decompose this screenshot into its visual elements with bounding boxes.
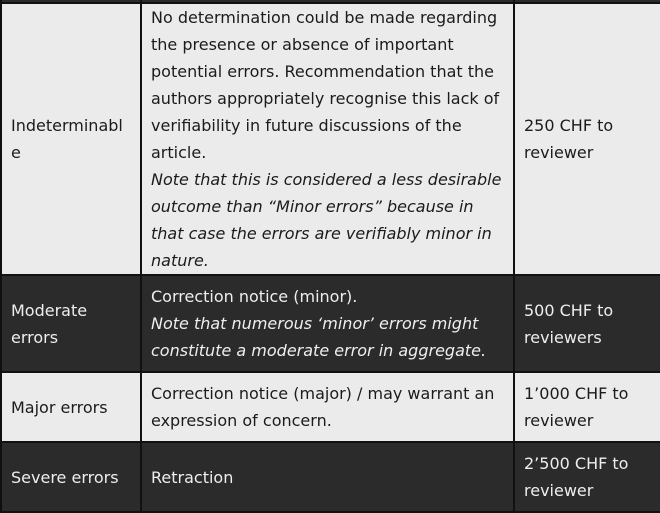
description-note: Note that numerous ‘minor’ errors might … (151, 314, 487, 360)
description-text: Retraction (151, 467, 234, 487)
table-row-indeterminable: Indeterminable No determination could be… (0, 2, 660, 276)
description-cell: Correction notice (minor). Note that num… (140, 274, 515, 373)
table-cell (0, 0, 142, 4)
table-row-major-errors: Major errors Correction notice (major) /… (0, 371, 660, 443)
table-row-previous (0, 0, 660, 4)
description-text: No determination could be made regarding… (151, 8, 500, 162)
table-cell (140, 0, 515, 4)
category-cell: Severe errors (0, 441, 142, 513)
table-row-severe-errors: Severe errors Retraction 2’500 CHF to re… (0, 441, 660, 513)
description-cell: Correction notice (major) / may warrant … (140, 371, 515, 443)
description-cell: No determination could be made regarding… (140, 2, 515, 276)
reward-cell: 500 CHF to reviewers (513, 274, 660, 373)
description-text: Correction notice (major) / may warrant … (151, 384, 495, 430)
description-text: Correction notice (minor). (151, 287, 358, 306)
category-cell: Moderate errors (0, 274, 142, 373)
description-note: Note that this is considered a less desi… (151, 170, 502, 270)
reward-cell: 1’000 CHF to reviewer (513, 371, 660, 443)
category-cell: Indeterminable (0, 2, 142, 276)
reward-cell: 2’500 CHF to reviewer (513, 441, 660, 513)
category-cell: Major errors (0, 371, 142, 443)
table-row-moderate-errors: Moderate errors Correction notice (minor… (0, 274, 660, 373)
description-cell: Retraction (140, 441, 515, 513)
reward-cell: 250 CHF to reviewer (513, 2, 660, 276)
